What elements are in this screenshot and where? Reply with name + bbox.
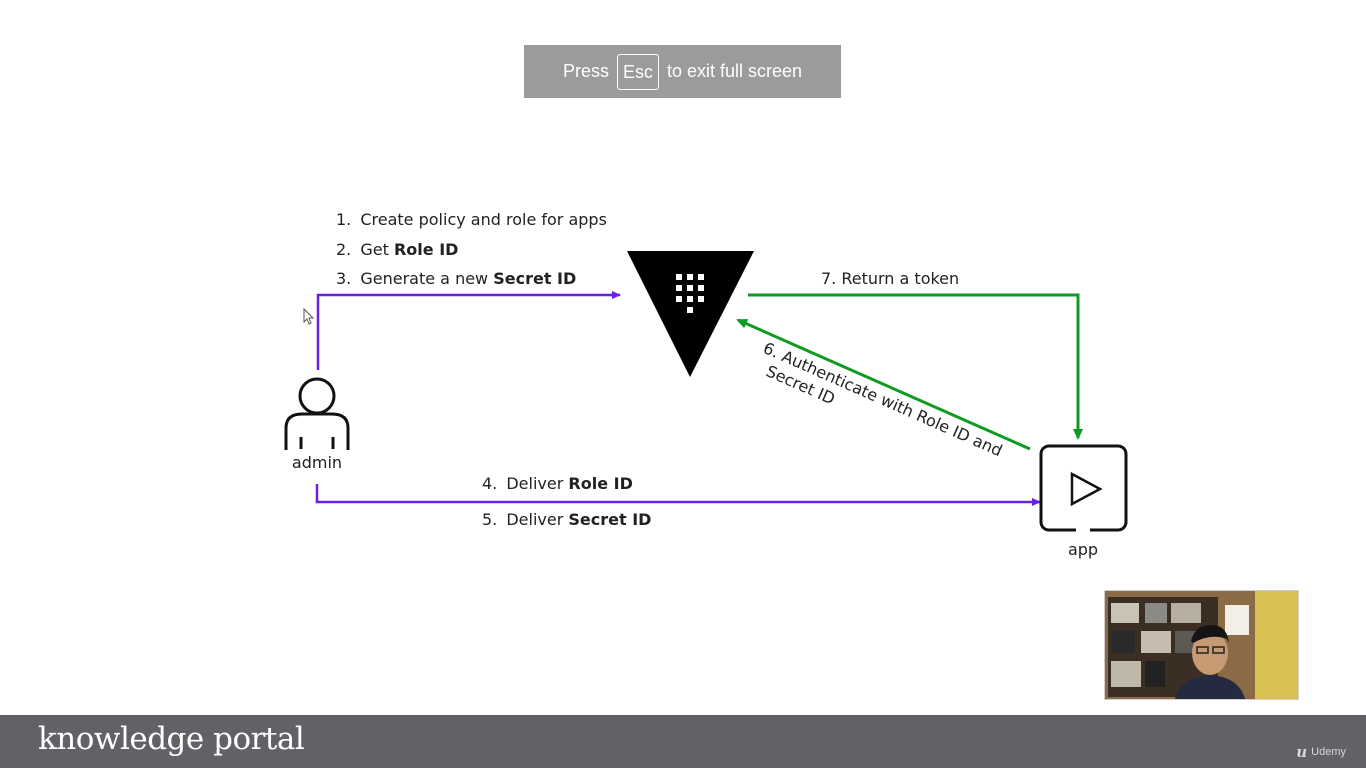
- return-token-label: 7. Return a token: [821, 269, 959, 288]
- step-1-label: 1. Create policy and role for apps: [336, 210, 607, 229]
- authenticate-arrow: [736, 318, 1031, 451]
- step-5-label: 5. Deliver Secret ID: [482, 510, 651, 529]
- presenter-webcam: [1104, 590, 1299, 700]
- step-2-label: 2. Get Role ID: [336, 240, 458, 259]
- udemy-logo-icon: u: [1296, 743, 1308, 761]
- fullscreen-notice-suffix: to exit full screen: [666, 61, 803, 81]
- app-play-icon: [1039, 444, 1128, 534]
- brand-logo: knowledge portal: [38, 721, 305, 757]
- step-4-label: 4. Deliver Role ID: [482, 474, 633, 493]
- udemy-label: Udemy: [1311, 746, 1346, 758]
- esc-key: Esc: [616, 53, 659, 90]
- footer-bar: knowledge portal u Udemy: [0, 715, 1366, 768]
- mouse-cursor-icon: [303, 307, 315, 325]
- udemy-watermark: u Udemy: [1296, 743, 1346, 761]
- deliver-arrow: [315, 484, 1041, 506]
- fullscreen-notice-prefix: Press: [562, 61, 609, 81]
- admin-label: admin: [292, 453, 342, 472]
- return-token-arrow: [748, 293, 1083, 440]
- step-3-label: 3. Generate a new Secret ID: [336, 269, 576, 288]
- fullscreen-notice: Press Esc to exit full screen: [524, 45, 841, 98]
- vault-logo-icon: [627, 251, 754, 377]
- app-label: app: [1068, 540, 1098, 559]
- admin-to-vault-arrow: [316, 291, 621, 370]
- admin-person-icon: [284, 377, 350, 450]
- presenter-video-frame: [1105, 591, 1298, 699]
- authenticate-label: 6. Authenticate with Role ID and Secret …: [752, 338, 1010, 480]
